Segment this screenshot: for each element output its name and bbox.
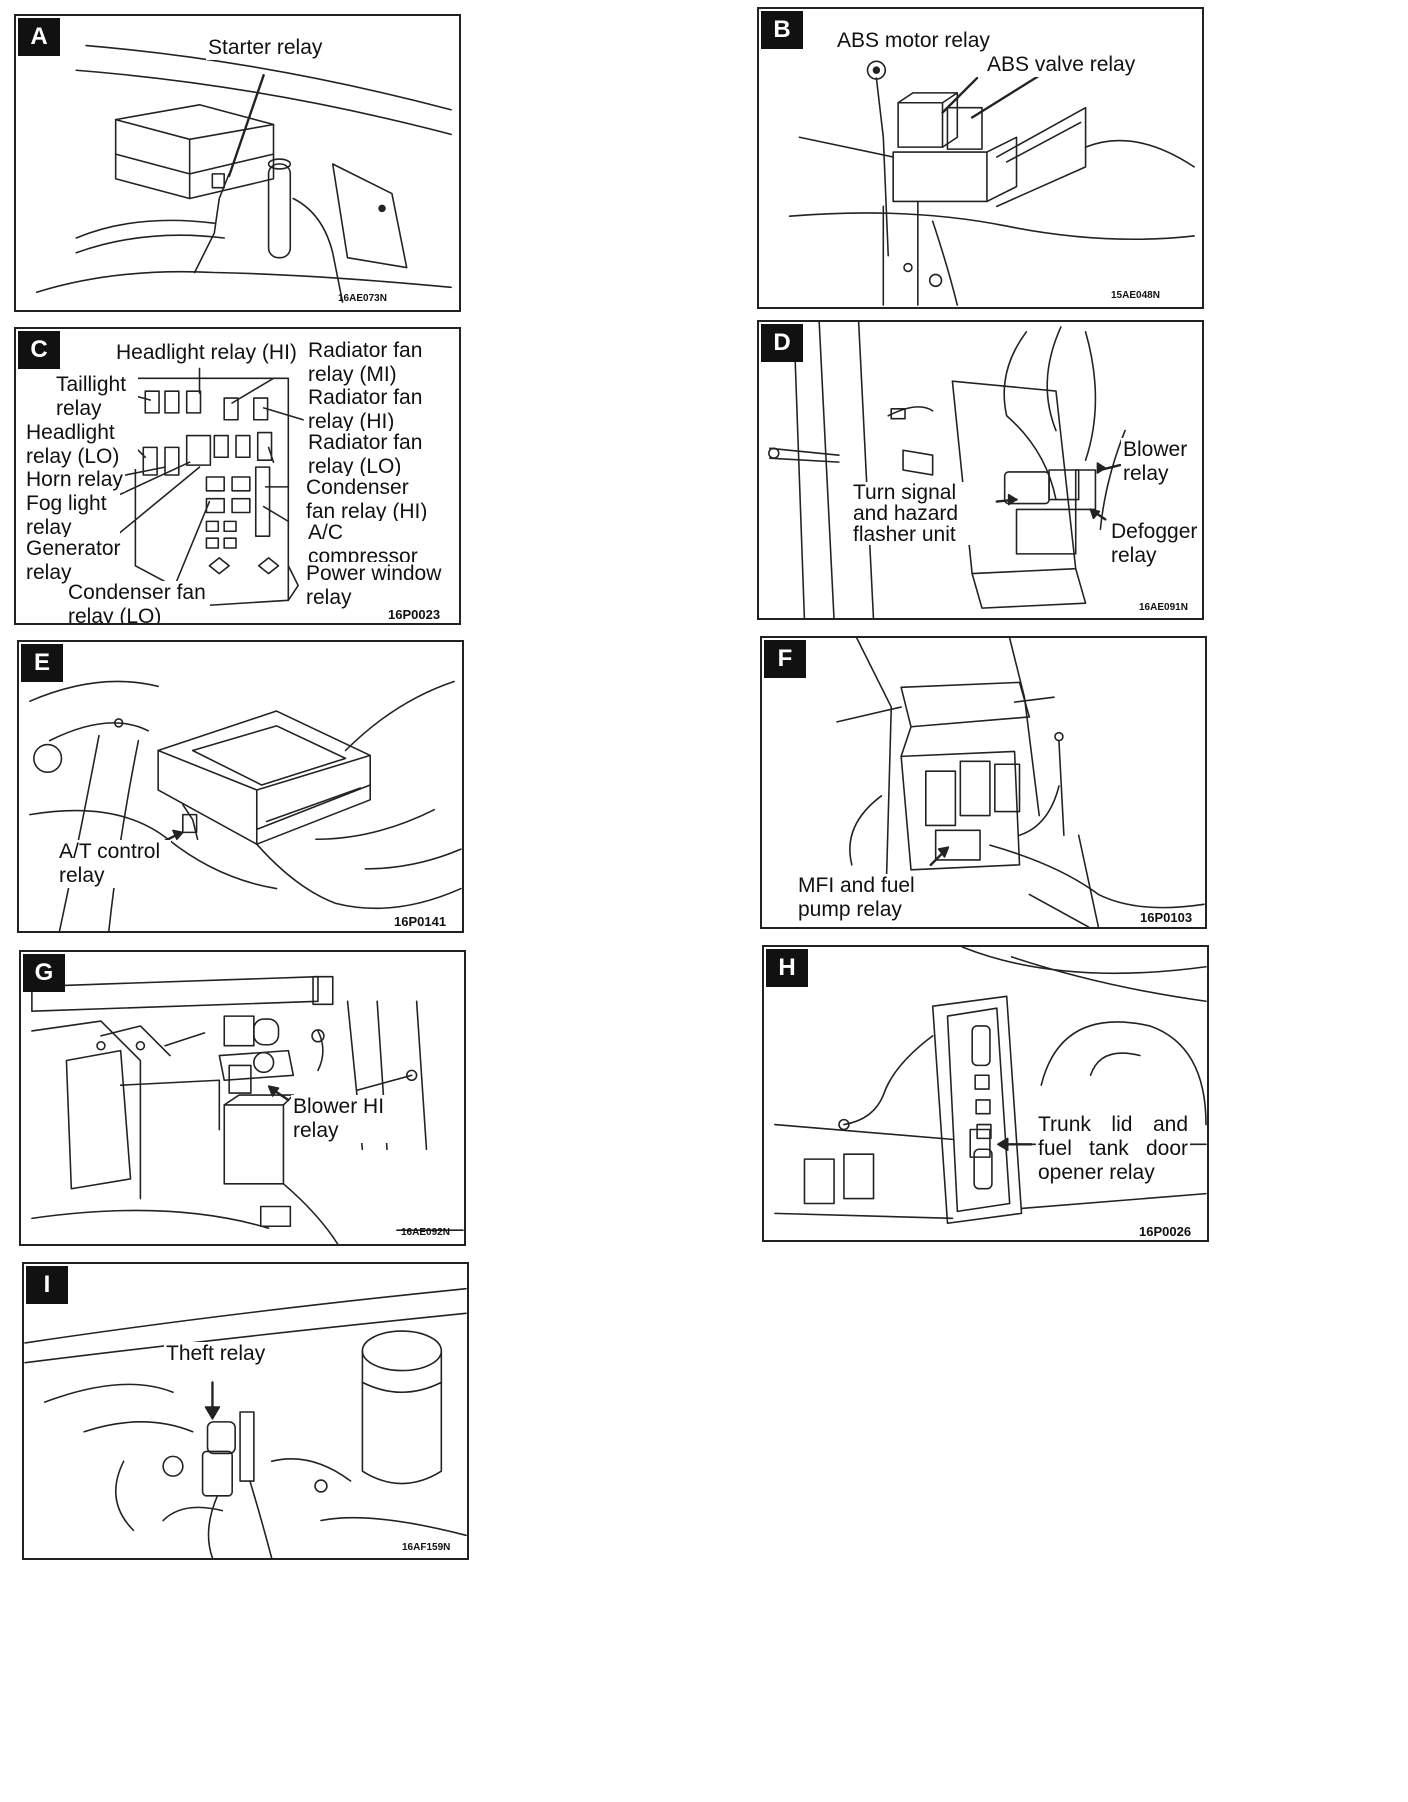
horn-relay-label: Horn relay [24, 468, 125, 492]
panel-letter: C [18, 331, 60, 369]
headlight-lo-label: Headlight relay (LO) [24, 421, 138, 469]
figure-code: 16AE091N [1139, 602, 1188, 613]
blower-hi-relay-illustration [31, 975, 464, 1244]
trunk-fuel-door-relay-label: Trunk lid and fuel tank door opener rela… [1036, 1113, 1190, 1185]
radiator-fan-mi-label: Radiator fan relay (MI) [306, 339, 445, 387]
panel-letter: I [26, 1266, 68, 1304]
panel-e: E A/T control relay 16P0141 [17, 640, 464, 933]
abs-motor-relay-label: ABS motor relay [835, 29, 992, 53]
at-control-relay-illustration [29, 680, 462, 931]
panel-letter: F [764, 640, 806, 678]
panel-g: G Blower HI relay 16AE092N [19, 950, 466, 1246]
theft-relay-illustration [24, 1287, 467, 1558]
mfi-relay-illustration [836, 638, 1205, 927]
figure-code: 16P0103 [1140, 910, 1193, 925]
figure-code: 16P0023 [388, 607, 441, 622]
power-window-label: Power window relay [304, 562, 458, 610]
panel-a: A Starter relay 16AE073N [14, 14, 461, 312]
panel-i: I Theft relay 16AF159N [22, 1262, 469, 1560]
theft-relay-label: Theft relay [164, 1342, 268, 1366]
starter-relay-label: Starter relay [206, 36, 325, 60]
radiator-fan-lo-label: Radiator fan relay (LO) [306, 431, 445, 479]
panel-b: B ABS motor relay ABS valve relay 15AE04… [757, 7, 1204, 309]
blower-relay-label: Blower relay [1121, 438, 1202, 486]
figure-code: 15AE048N [1111, 290, 1160, 301]
panel-letter: E [21, 644, 63, 682]
mfi-fuel-pump-relay-label: MFI and fuel pump relay [796, 874, 940, 922]
abs-relay-illustration [788, 60, 1195, 306]
defogger-relay-label: Defogger relay [1109, 520, 1202, 568]
figure-code: 16AF159N [402, 1542, 451, 1553]
panel-letter: B [761, 11, 803, 49]
panel-d: D Blower relay Turn signal and hazard fl… [757, 320, 1204, 620]
radiator-fan-hi-label: Radiator fan relay (HI) [306, 386, 445, 434]
abs-valve-relay-label: ABS valve relay [985, 53, 1138, 77]
figure-code: 16P0026 [1139, 1224, 1192, 1239]
turn-signal-flasher-label: Turn signal and hazard flasher unit [851, 482, 995, 545]
panel-c: C Headlight relay (HI) Radiator fan rela… [14, 327, 461, 625]
figure-code: 16P0141 [394, 914, 447, 929]
blower-flasher-illustration [768, 322, 1126, 618]
figure-code: 16AE092N [401, 1227, 450, 1238]
trunk-relay-illustration [774, 947, 1207, 1225]
panel-letter: D [761, 324, 803, 362]
panel-letter: G [23, 954, 65, 992]
figure-code: 16AE073N [338, 293, 387, 304]
condenser-fan-hi-label: Condenser fan relay (HI) [304, 476, 443, 524]
headlight-hi-label: Headlight relay (HI) [114, 341, 299, 365]
panel-h: H Trunk lid and fuel tank door opener re… [762, 945, 1209, 1242]
panel-letter: H [766, 949, 808, 987]
fog-light-label: Fog light relay [24, 492, 120, 540]
panel-f: F MFI and fuel pump relay 16P0103 [760, 636, 1207, 929]
at-control-relay-label: A/T control relay [57, 840, 171, 888]
taillight-label: Taillight relay [54, 373, 138, 421]
panel-letter: A [18, 18, 60, 56]
blower-hi-relay-label: Blower HI relay [291, 1095, 395, 1143]
starter-relay-illustration [35, 44, 452, 303]
condenser-fan-lo-label: Condenser fan relay (LO) [66, 581, 210, 623]
generator-label: Generator relay [24, 537, 123, 585]
